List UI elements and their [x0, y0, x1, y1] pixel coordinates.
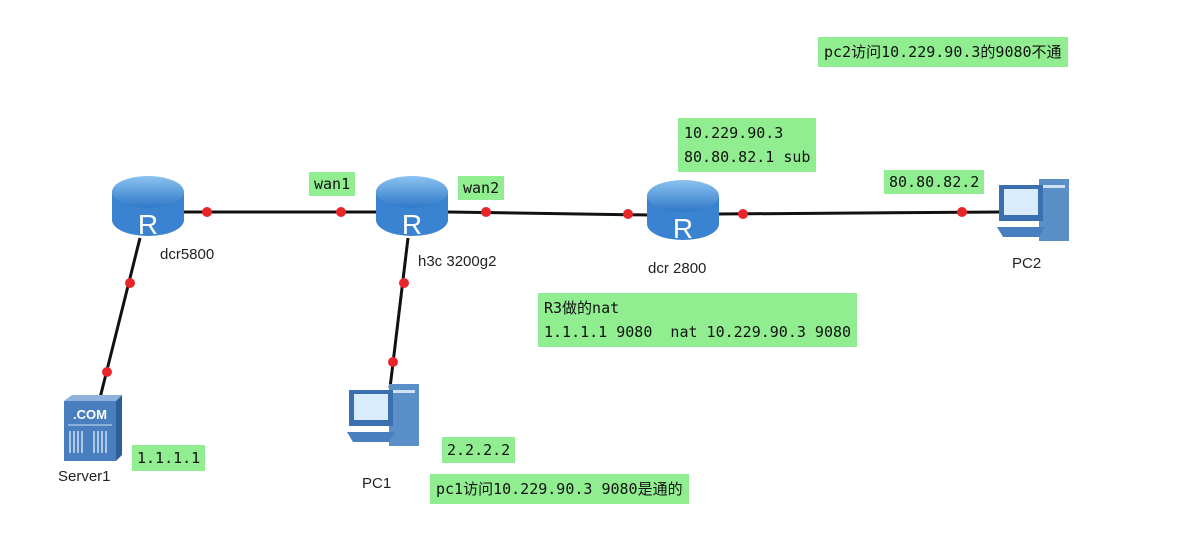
pc-icon [997, 179, 1069, 241]
port-dot [102, 367, 112, 377]
note-wan2: wan2 [458, 176, 505, 200]
router-icon: R [647, 180, 719, 244]
router-dcr2800[interactable]: R [645, 178, 721, 249]
svg-text:.COM: .COM [73, 407, 107, 422]
note-pc1-ip: 2.2.2.2 [442, 437, 516, 463]
port-dot [388, 357, 398, 367]
note-nat: R3做的nat 1.1.1.1 9080 nat 10.229.90.3 908… [538, 293, 858, 347]
port-dot [738, 209, 748, 219]
port-dot [202, 207, 212, 217]
device-label: dcr 2800 [648, 260, 707, 277]
pc1[interactable] [345, 380, 425, 457]
link-r3-pc2 [717, 210, 1003, 216]
port-dot [481, 207, 491, 217]
server1[interactable]: .COM [60, 393, 124, 468]
device-label: PC1 [362, 475, 392, 492]
note-r3-addr: 10.229.90.3 80.80.82.1 sub [678, 118, 817, 172]
pc2[interactable] [995, 175, 1075, 252]
note-pc1-ok: pc1访问10.229.90.3 9080是通的 [430, 474, 689, 504]
note-pc2-ip: 80.80.82.2 [884, 170, 985, 194]
port-dot [623, 209, 633, 219]
port-dot [336, 207, 346, 217]
device-label: Server1 [58, 468, 111, 485]
port-dot [957, 207, 967, 217]
router-icon: R [376, 176, 448, 240]
port-dot [125, 278, 135, 288]
device-label: h3c 3200g2 [418, 253, 497, 270]
router-h3c[interactable]: R [374, 174, 450, 245]
svg-text:R: R [402, 209, 422, 240]
svg-text:R: R [138, 209, 158, 240]
router-dcr5800[interactable]: R [110, 174, 186, 245]
note-server-ip: 1.1.1.1 [132, 445, 206, 471]
port-dot [399, 278, 409, 288]
pc-icon [347, 384, 419, 446]
svg-text:R: R [673, 213, 693, 244]
device-label: PC2 [1012, 255, 1042, 272]
device-label: dcr5800 [160, 246, 215, 263]
note-wan1: wan1 [309, 172, 356, 196]
note-pc2-fail: pc2访问10.229.90.3的9080不通 [818, 37, 1068, 67]
link-r2-r3 [447, 210, 649, 217]
server-icon: .COM [64, 395, 122, 461]
router-icon: R [112, 176, 184, 240]
